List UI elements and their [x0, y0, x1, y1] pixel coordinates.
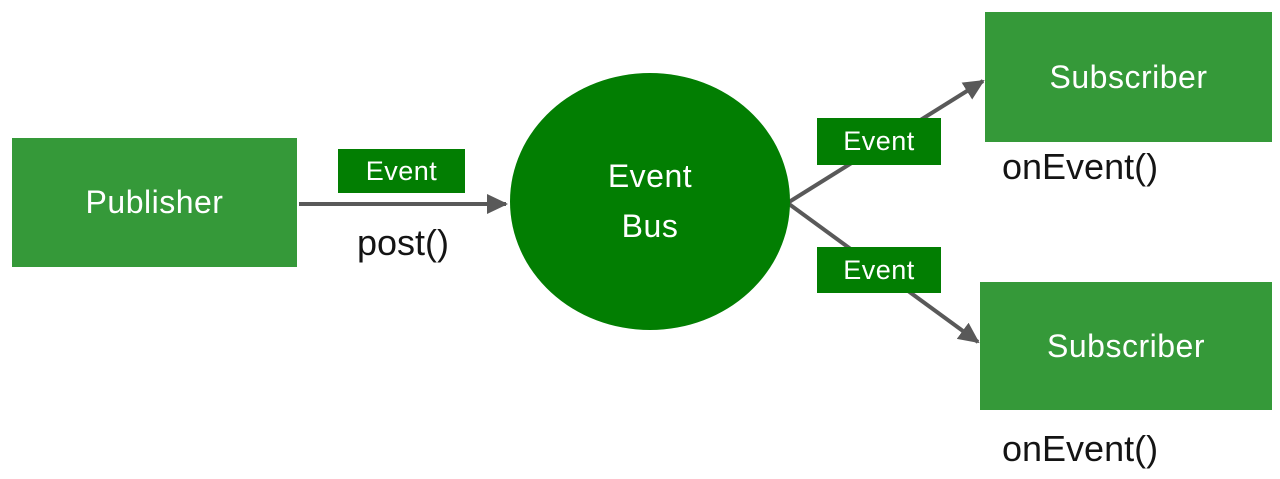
event-bus-node: Event Bus: [510, 73, 790, 330]
event-badge-deliver-bottom-label: Event: [843, 254, 915, 285]
event-badge-publish: Event: [338, 149, 465, 193]
onevent-bottom-method-label: onEvent(): [1002, 428, 1159, 469]
event-badge-deliver-top: Event: [817, 118, 941, 165]
onevent-top-method-label: onEvent(): [1002, 146, 1159, 187]
event-bus-label-line2: Bus: [621, 207, 679, 244]
subscriber-top-node: Subscriber: [985, 12, 1272, 142]
event-badge-deliver-bottom: Event: [817, 247, 941, 293]
post-method-label: post(): [356, 222, 450, 263]
event-badge-publish-label: Event: [365, 155, 438, 186]
publisher-node: Publisher: [12, 138, 297, 267]
subscriber-bottom-node: Subscriber: [980, 282, 1272, 410]
subscriber-bottom-label: Subscriber: [1047, 327, 1205, 364]
event-badge-deliver-top-label: Event: [843, 126, 915, 156]
publisher-label: Publisher: [85, 184, 224, 220]
event-bus-label-line1: Event: [607, 157, 693, 194]
subscriber-top-label: Subscriber: [1049, 58, 1208, 95]
